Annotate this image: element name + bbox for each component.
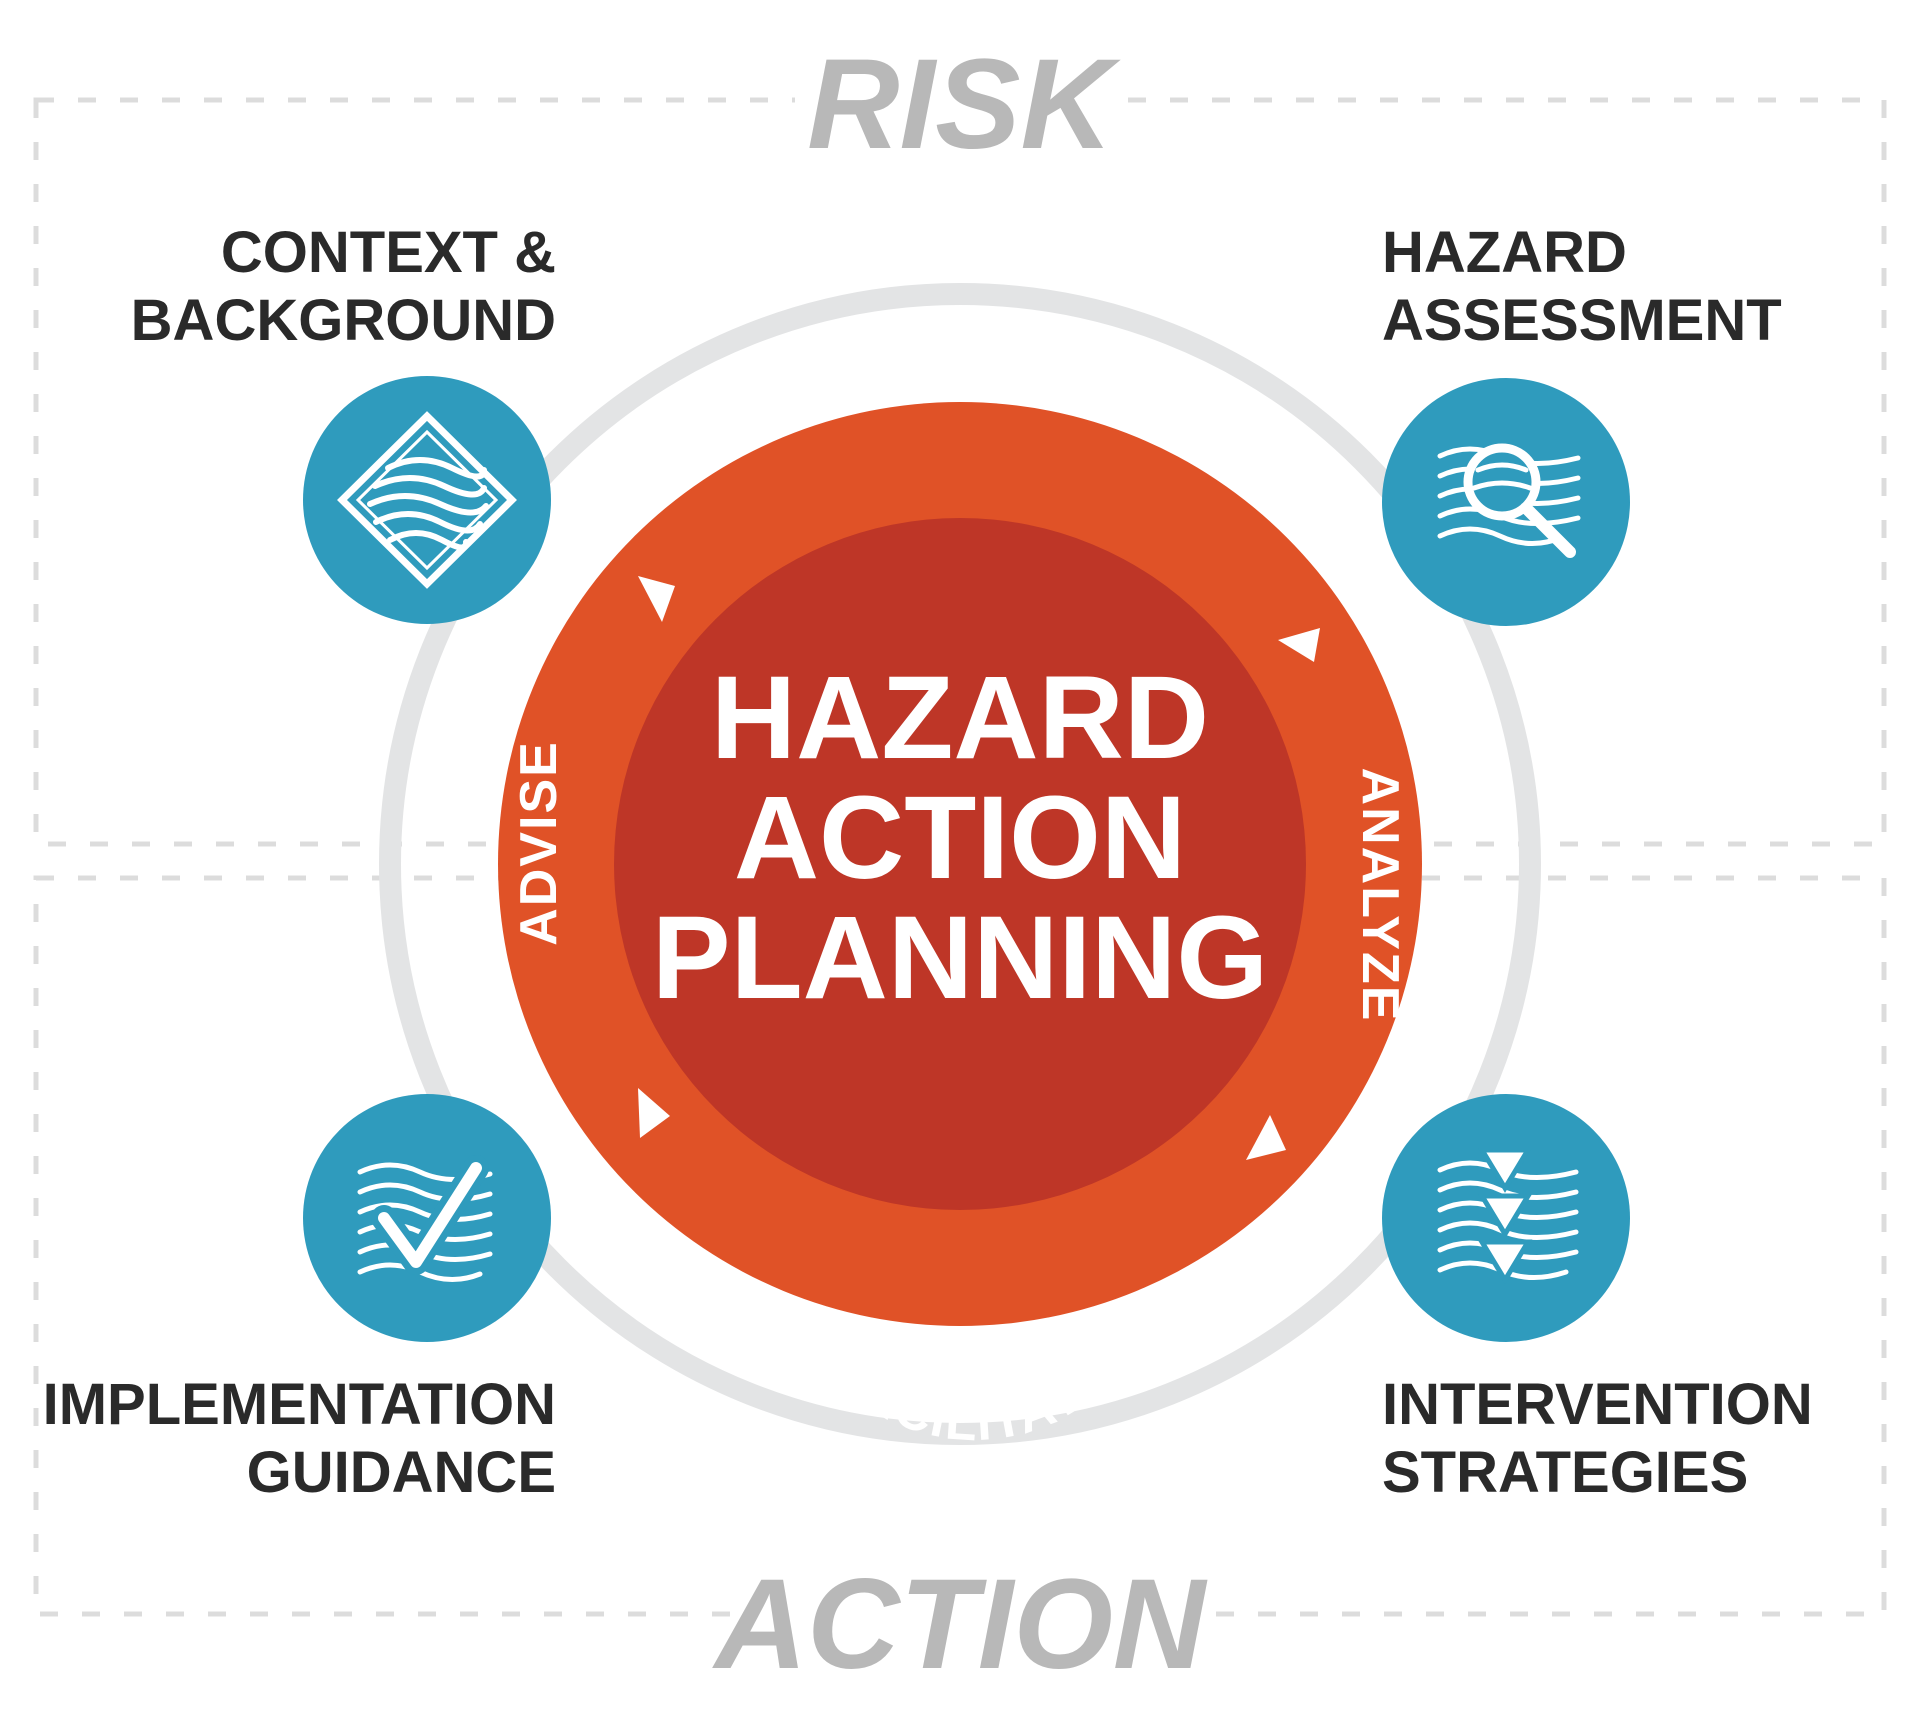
ring-arrow-upper-left <box>638 576 675 622</box>
ring-word-advise: ADVISE <box>510 740 568 946</box>
node-label-implementation-2: GUIDANCE <box>247 1440 556 1505</box>
node-label-implementation-1: IMPLEMENTATION <box>43 1372 556 1437</box>
node-label-assessment-2: ASSESSMENT <box>1382 288 1782 353</box>
node-label-intervention-2: STRATEGIES <box>1382 1440 1748 1505</box>
center-title-line-3: PLANNING <box>652 892 1268 1024</box>
document-diamond-icon <box>337 411 517 589</box>
action-label-bg <box>730 1560 1190 1680</box>
inner-disc <box>614 518 1306 1210</box>
risk-label: RISK <box>807 33 1121 176</box>
stacked-arrows-down-icon <box>1437 1147 1579 1285</box>
node-label-context-1: CONTEXT & <box>221 220 556 285</box>
ring-arrow-upper-right <box>1278 628 1320 662</box>
node-intervention-strategies <box>1382 1094 1630 1342</box>
node-label-intervention-1: INTERVENTION <box>1382 1372 1813 1437</box>
ring-arrow-lower-left <box>638 1088 670 1138</box>
node-implementation-guidance <box>303 1094 551 1342</box>
action-label: ACTION <box>712 1553 1208 1696</box>
node-label-context-2: BACKGROUND <box>131 288 556 353</box>
node-circle <box>303 1094 551 1342</box>
ring-word-analyze: ANALYZE <box>1351 768 1409 1023</box>
magnifier-icon <box>1437 443 1581 558</box>
ring-arrow-lower-right <box>1246 1115 1286 1160</box>
node-hazard-assessment <box>1382 378 1630 626</box>
checkmark-icon <box>357 1155 493 1282</box>
node-context-background <box>303 376 551 624</box>
process-track <box>379 283 1541 1445</box>
center-title-line-1: HAZARD <box>711 652 1209 784</box>
node-label-assessment-1: HAZARD <box>1382 220 1627 285</box>
risk-label-bg <box>795 40 1125 160</box>
center-title-line-2: ACTION <box>734 772 1186 904</box>
